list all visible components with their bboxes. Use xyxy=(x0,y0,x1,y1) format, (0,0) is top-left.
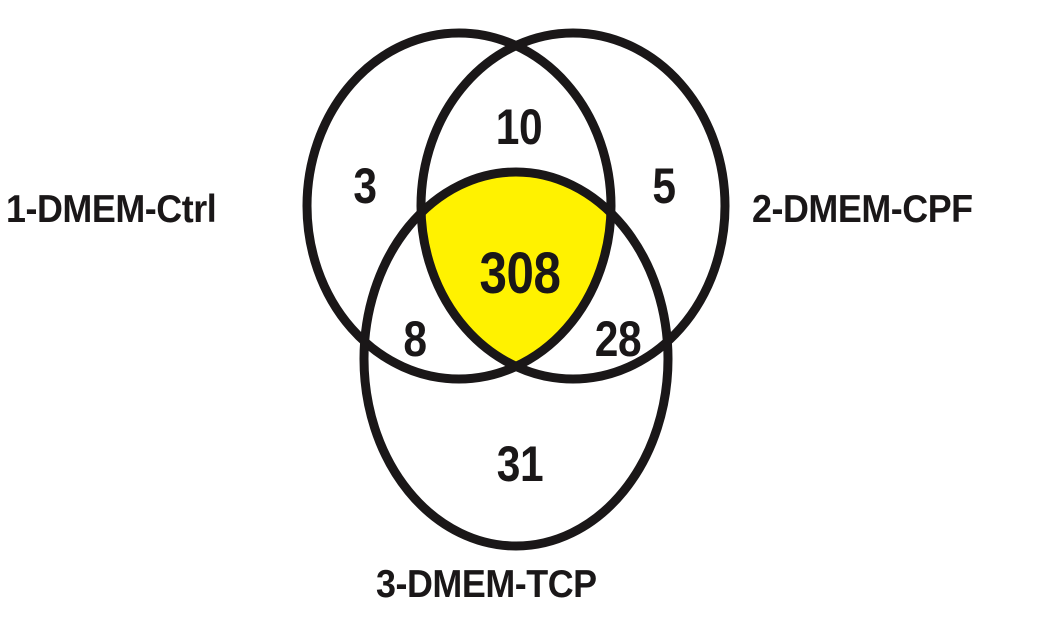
set-label-a: 1-DMEM-Ctrl xyxy=(6,188,217,231)
count-b-only: 5 xyxy=(652,158,676,214)
set-label-b: 2-DMEM-CPF xyxy=(752,188,973,231)
triple-intersection-highlight xyxy=(421,172,611,379)
set-label-c: 3-DMEM-TCP xyxy=(376,563,597,606)
count-c-only: 31 xyxy=(496,436,544,492)
count-bc: 28 xyxy=(594,311,642,367)
circle-set-a xyxy=(302,28,616,384)
count-ab: 10 xyxy=(495,99,543,155)
count-a-only: 3 xyxy=(353,158,377,214)
circle-set-c xyxy=(359,167,673,551)
circle-set-b xyxy=(416,28,730,384)
count-ac: 8 xyxy=(403,311,427,367)
count-abc: 308 xyxy=(479,241,561,306)
